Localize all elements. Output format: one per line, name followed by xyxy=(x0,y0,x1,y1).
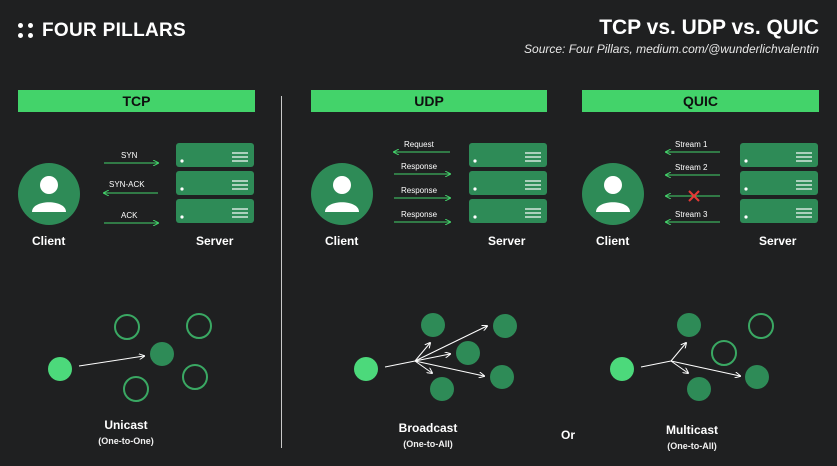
quic-header: QUIC xyxy=(582,90,819,112)
tcp-client-icon xyxy=(18,163,80,225)
udp-server-label: Server xyxy=(488,234,526,248)
unicast-diagram xyxy=(48,313,212,402)
broadcast-sub: (One-to-All) xyxy=(403,439,453,449)
tcp-label-syn: SYN xyxy=(121,151,138,160)
unicast-sub: (One-to-One) xyxy=(98,436,154,446)
logo-dots-icon xyxy=(18,23,34,39)
udp-server-icon xyxy=(468,170,548,196)
brand-name: FOUR PILLARS xyxy=(42,20,186,41)
udp-header: UDP xyxy=(311,90,547,112)
source-caption: Source: Four Pillars, medium.com/@wunder… xyxy=(524,42,819,56)
panel-divider xyxy=(281,96,282,448)
tcp-server-icon xyxy=(175,142,255,168)
tcp-header: TCP xyxy=(18,90,255,112)
quic-server-icon xyxy=(739,142,819,168)
tcp-label-synack: SYN-ACK xyxy=(109,180,145,189)
tcp-label-ack: ACK xyxy=(121,211,138,220)
multicast-diagram xyxy=(610,313,774,401)
tcp-server-icon xyxy=(175,198,255,224)
tcp-server-label: Server xyxy=(196,234,234,248)
quic-server-icon xyxy=(739,198,819,224)
tcp-client-label: Client xyxy=(32,234,66,248)
tcp-server-icon xyxy=(175,170,255,196)
quic-server-label: Server xyxy=(759,234,797,248)
quic-server-icon xyxy=(739,170,819,196)
quic-label-stream2: Stream 2 xyxy=(675,163,708,172)
broadcast-label: Broadcast xyxy=(398,421,458,435)
packet-lost-icon xyxy=(688,190,700,202)
quic-label-stream3: Stream 3 xyxy=(675,210,708,219)
udp-client-icon xyxy=(311,163,373,225)
broadcast-diagram xyxy=(354,313,517,401)
udp-label-request: Request xyxy=(404,140,434,149)
udp-label-response-2: Response xyxy=(401,186,438,195)
or-label: Or xyxy=(560,428,575,442)
quic-client-label: Client xyxy=(596,234,630,248)
multicast-label: Multicast xyxy=(665,423,718,437)
udp-label-response-3: Response xyxy=(401,210,438,219)
unicast-label: Unicast xyxy=(104,418,148,432)
quic-client-icon xyxy=(582,163,644,225)
multicast-sub: (One-to-All) xyxy=(667,441,717,451)
udp-label-response-1: Response xyxy=(401,162,438,171)
udp-server-icon xyxy=(468,142,548,168)
udp-client-label: Client xyxy=(325,234,359,248)
page-title: TCP vs. UDP vs. QUIC xyxy=(599,16,819,39)
udp-server-icon xyxy=(468,198,548,224)
quic-label-stream1: Stream 1 xyxy=(675,140,708,149)
brand-logo: FOUR PILLARS xyxy=(18,20,186,42)
